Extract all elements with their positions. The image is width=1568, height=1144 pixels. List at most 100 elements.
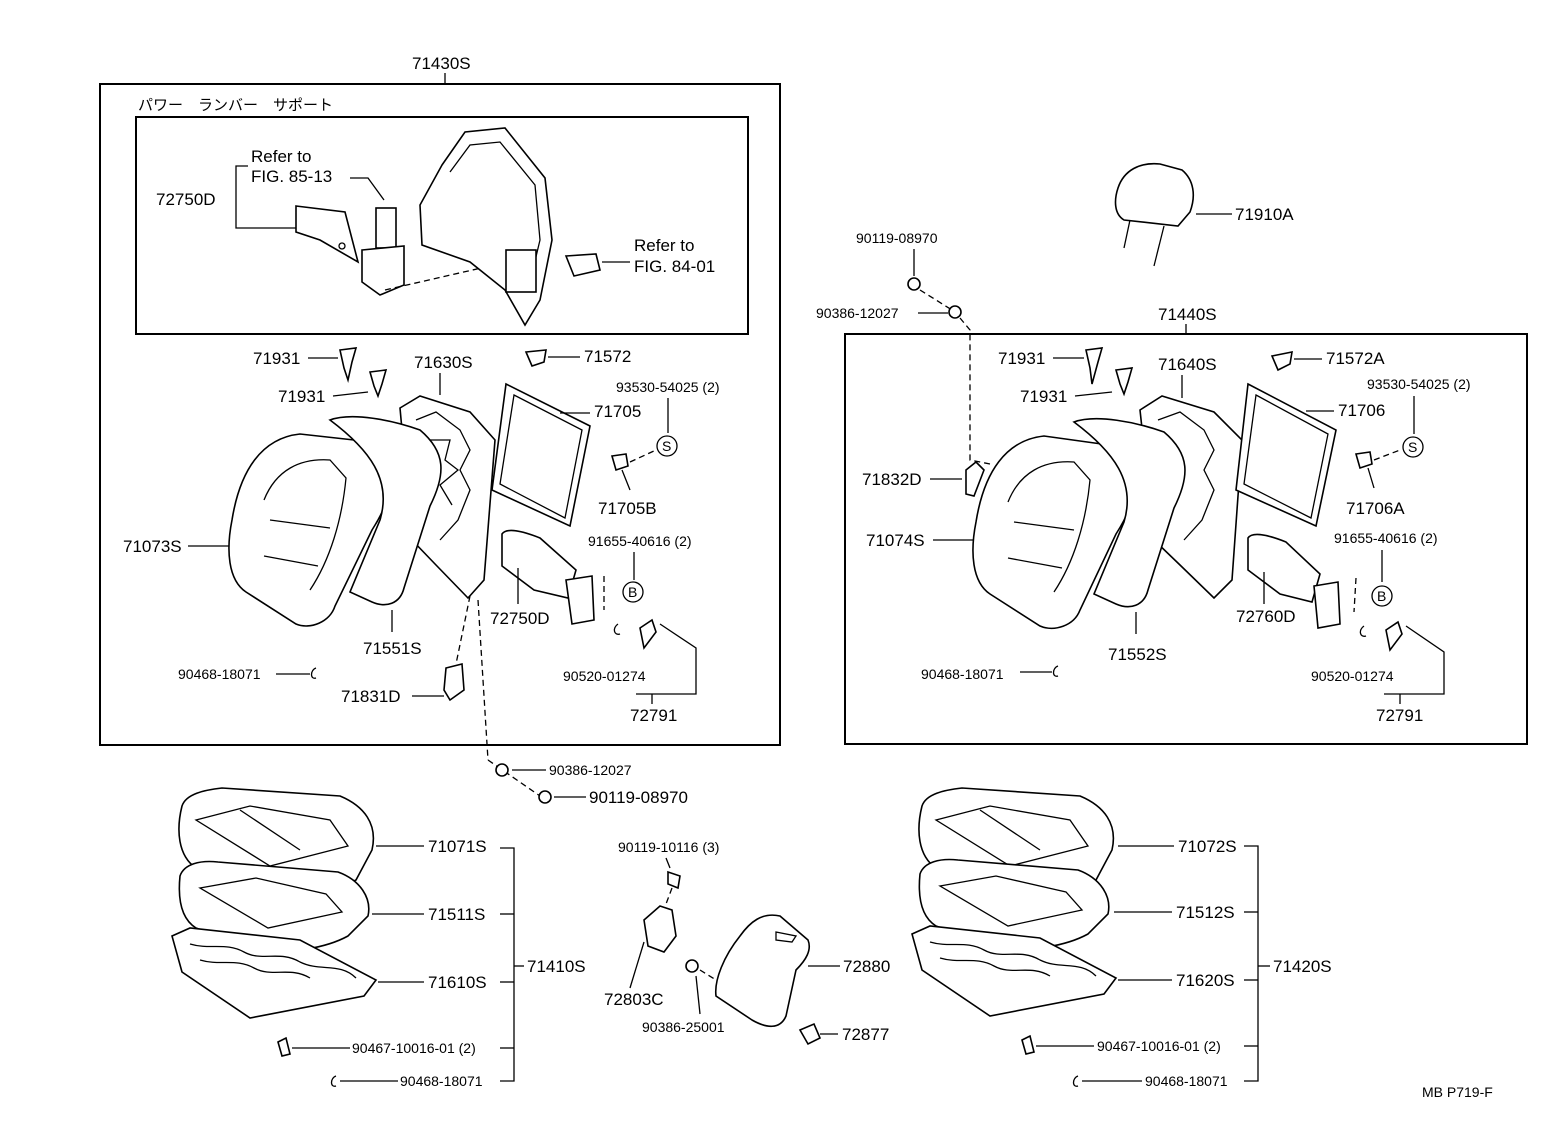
left-board-part xyxy=(491,382,591,528)
headrest-label: 71910A xyxy=(1235,205,1294,224)
right-board-clip-part xyxy=(1354,451,1373,470)
left-ring-label: 90520-01274 xyxy=(563,668,646,684)
right-nut-part xyxy=(907,277,921,291)
center-bracket-part xyxy=(643,905,677,953)
left-frame-label: 71630S xyxy=(414,353,473,372)
right-ring-label: 90520-01274 xyxy=(1311,668,1394,684)
left-screw-mark: S xyxy=(662,438,671,454)
right-knob-cover-part xyxy=(1247,533,1321,603)
left-clip-b-part xyxy=(368,369,388,399)
power-lumbar-subbox xyxy=(135,116,749,335)
right-support-label: 71832D xyxy=(862,470,922,489)
left-hog-ring-label: 90468-18071 xyxy=(178,666,261,682)
right-cover-label: 71074S xyxy=(866,531,925,550)
right-cushion-clip-label: 90467-10016-01 (2) xyxy=(1097,1038,1221,1054)
left-cushion-pad-label: 71511S xyxy=(428,905,485,924)
center-bush-part xyxy=(495,763,509,777)
right-bush-part xyxy=(948,305,962,319)
left-cushion-frame-label: 71610S xyxy=(428,973,487,992)
center-console-part xyxy=(714,914,811,1028)
left-recliner-part xyxy=(565,575,595,625)
center-nut-label: 90119-08970 xyxy=(589,788,688,807)
right-top-group: 90119-08970 90386-12027 71910A xyxy=(816,162,1294,465)
right-recliner-part xyxy=(1313,581,1341,629)
left-bracket-label: 71572 xyxy=(584,347,631,366)
lumbar-motor-label: 72750D xyxy=(156,190,216,209)
left-bracket-part xyxy=(524,349,547,367)
left-bolt-mark: B xyxy=(628,584,637,600)
left-cushion-assembly-label: 71410S xyxy=(527,957,586,976)
right-cushion-clip-part xyxy=(1021,1034,1035,1055)
left-knob-cover-label: 72750D xyxy=(490,609,550,628)
right-knob-part xyxy=(1385,620,1403,652)
right-cushion-assembly-label: 71420S xyxy=(1273,957,1332,976)
left-back-pad-part xyxy=(328,415,442,606)
left-cover-label: 71073S xyxy=(123,537,182,556)
power-lumbar-title: パワー ランバー サポート xyxy=(138,96,333,114)
center-hook-label: 72877 xyxy=(842,1025,889,1044)
right-clip-b-label: 71931 xyxy=(1020,387,1067,406)
right-back-assembly-label: 71440S xyxy=(1158,305,1217,324)
center-fasteners-group: 90386-12027 90119-08970 90119-10116 (3) … xyxy=(477,599,890,1046)
right-back-assembly-frame xyxy=(844,333,1528,745)
left-bolt-mark-circle xyxy=(622,581,644,603)
left-cushion-clip-label: 90467-10016-01 (2) xyxy=(352,1040,476,1056)
right-cushion-hog-ring-label: 90468-18071 xyxy=(1145,1073,1228,1089)
right-board-clip-label: 71706A xyxy=(1346,499,1405,518)
right-seatback-group: 71440S 71931 71931 71640S 71572A 71706 9… xyxy=(844,305,1528,745)
right-cushion-frame-label: 71620S xyxy=(1176,971,1235,990)
center-cushion-label: 90386-25001 xyxy=(642,1019,725,1035)
lumbar-frame-part xyxy=(419,127,553,327)
left-back-cover-part xyxy=(228,433,392,627)
right-board-label: 71706 xyxy=(1338,401,1385,420)
right-knob-label: 72791 xyxy=(1376,706,1423,725)
right-nut-label: 90119-08970 xyxy=(856,230,938,246)
center-bracket-label: 72803C xyxy=(604,990,664,1009)
left-board-clip-label: 71705B xyxy=(598,499,657,518)
left-clip-b-label: 71931 xyxy=(278,387,325,406)
right-clip-a-part xyxy=(1085,347,1104,385)
center-bush-label: 90386-12027 xyxy=(549,762,632,778)
right-hog-ring-part xyxy=(1052,665,1059,677)
left-knob-label: 72791 xyxy=(630,706,677,725)
right-cushion-pad-part xyxy=(918,858,1110,951)
left-board-label: 71705 xyxy=(594,402,641,421)
right-frame-label: 71640S xyxy=(1158,355,1217,374)
right-bracket-part xyxy=(1270,350,1293,372)
right-cushion-cover-label: 71072S xyxy=(1178,837,1237,856)
left-screw-label: 93530-54025 (2) xyxy=(616,379,720,395)
left-back-assembly-label: 71430S xyxy=(412,54,471,73)
right-knob-cover-label: 72760D xyxy=(1236,607,1296,626)
right-screw-label: 93530-54025 (2) xyxy=(1367,376,1471,392)
refer-b-line1: Refer to xyxy=(634,236,694,255)
left-knob-cover-part xyxy=(501,529,577,599)
left-clip-a-label: 71931 xyxy=(253,349,300,368)
right-bush-label: 90386-12027 xyxy=(816,305,899,321)
center-console-label: 72880 xyxy=(843,957,890,976)
right-clip-a-label: 71931 xyxy=(998,349,1045,368)
left-seatback-group: 71430S パワー ランバー サポート Refer to FIG. 85-13… xyxy=(99,54,781,746)
right-back-pad-part xyxy=(1072,417,1186,608)
lumbar-motor-part xyxy=(295,205,405,296)
left-pad-label: 71551S xyxy=(363,639,422,658)
right-bracket-label: 71572A xyxy=(1326,349,1385,368)
left-bolt-label: 91655-40616 (2) xyxy=(588,533,692,549)
right-bolt-label: 91655-40616 (2) xyxy=(1334,530,1438,546)
center-cushion-part xyxy=(685,959,699,973)
refer-a-line2: FIG. 85-13 xyxy=(251,167,332,186)
right-bolt-mark-circle xyxy=(1371,585,1393,607)
refer-a-line1: Refer to xyxy=(251,147,311,166)
right-bolt-mark: B xyxy=(1377,588,1386,604)
left-cushion-hog-ring-label: 90468-18071 xyxy=(400,1073,483,1089)
right-screw-mark: S xyxy=(1408,439,1417,455)
headrest-part xyxy=(1114,162,1195,227)
left-bracket-d-label: 71831D xyxy=(341,687,401,706)
right-back-cover-part xyxy=(972,435,1136,630)
right-ring-part xyxy=(1359,625,1367,637)
center-hook-part xyxy=(798,1022,822,1046)
center-bolt-label: 90119-10116 (3) xyxy=(618,839,719,855)
center-nut-part xyxy=(538,790,552,804)
right-support-part xyxy=(965,460,985,497)
left-screw-mark-circle xyxy=(656,435,678,457)
